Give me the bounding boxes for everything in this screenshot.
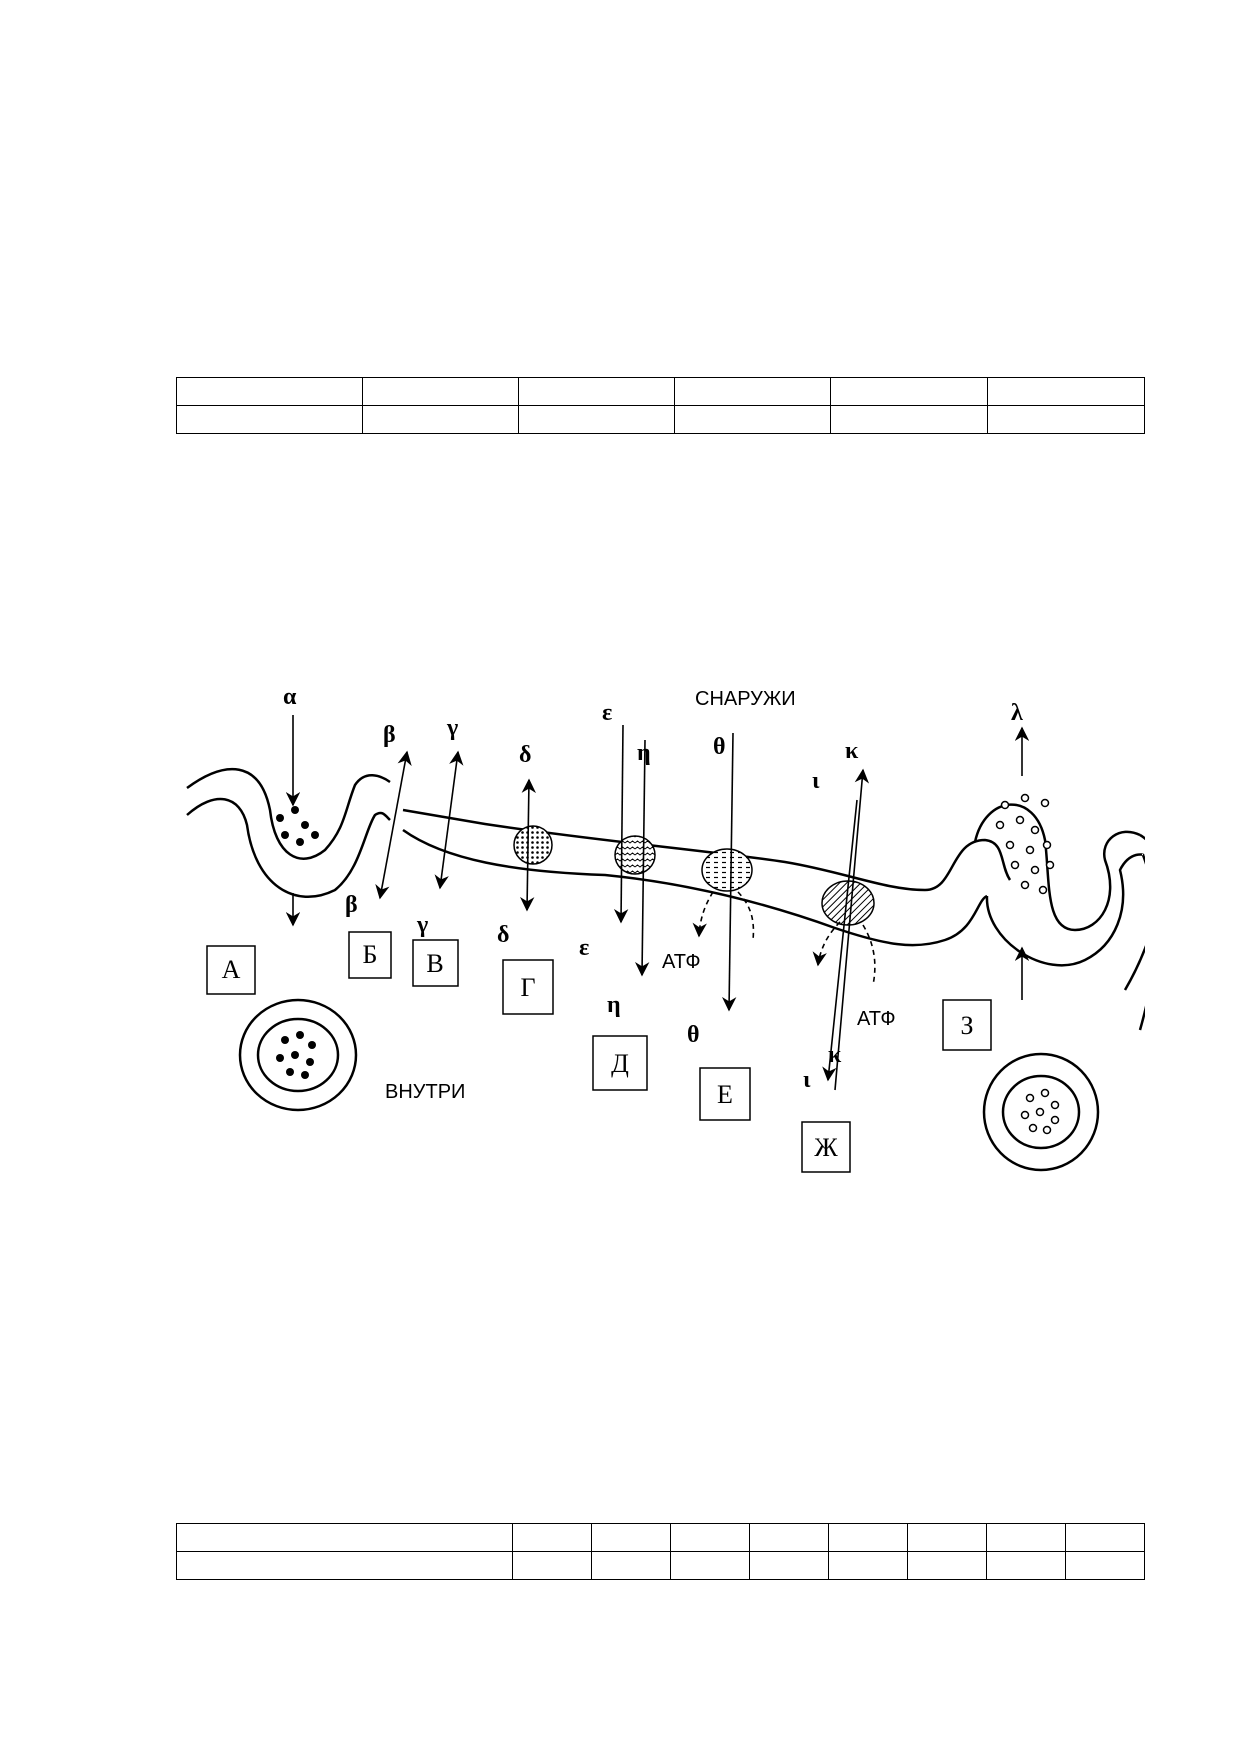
label-eta-top: η: [637, 740, 651, 766]
table-cell[interactable]: [1065, 1523, 1145, 1552]
table-cell[interactable]: [1065, 1551, 1145, 1580]
label-kappa-top: κ: [845, 738, 859, 764]
table-row: [176, 377, 1145, 406]
label-delta-top: δ: [519, 742, 531, 768]
table-cell[interactable]: [518, 377, 675, 406]
table-cell[interactable]: [674, 405, 831, 434]
table-cell[interactable]: [362, 405, 519, 434]
box-label-z: З: [942, 999, 992, 1051]
label-eta-bottom: η: [607, 992, 621, 1018]
table-cell[interactable]: [176, 1523, 513, 1552]
carrier-protein-dashed: [701, 848, 753, 892]
label-gamma-top: γ: [446, 715, 458, 741]
table-cell[interactable]: [830, 405, 988, 434]
atp-dashed-arrows: [692, 891, 876, 986]
table-cell[interactable]: [176, 405, 363, 434]
membrane-transport-diagram: α β β γ γ δ δ ε ε η η θ θ ι ι κ κ λ СНАР…: [186, 684, 1145, 1173]
label-epsilon-bottom: ε: [579, 935, 589, 961]
table-cell[interactable]: [986, 1523, 1066, 1552]
box-label-g: Г: [502, 959, 554, 1015]
table-cell[interactable]: [749, 1523, 829, 1552]
label-inside: ВНУТРИ: [385, 1081, 465, 1103]
table-cell[interactable]: [907, 1551, 987, 1580]
box-label-b: Б: [348, 931, 392, 979]
table-cell[interactable]: [830, 377, 988, 406]
label-iota-bottom: ι: [803, 1067, 811, 1093]
svg-text:З: З: [960, 1011, 973, 1040]
table-cell[interactable]: [591, 1523, 671, 1552]
table-cell[interactable]: [512, 1523, 592, 1552]
table-cell[interactable]: [907, 1523, 987, 1552]
label-kappa-bottom: κ: [828, 1042, 842, 1068]
svg-text:Е: Е: [717, 1080, 733, 1109]
table-cell[interactable]: [591, 1551, 671, 1580]
box-labels: А Б В Г Д Е Ж З: [206, 931, 992, 1173]
carrier-protein-dotted: [513, 825, 553, 865]
transport-arrows: [285, 715, 1030, 1091]
greek-labels: α β β γ γ δ δ ε ε η η θ θ ι ι κ κ λ: [283, 684, 1023, 1093]
box-label-e: Е: [699, 1067, 751, 1121]
label-theta-top: θ: [713, 734, 726, 760]
table-cell[interactable]: [670, 1551, 750, 1580]
box-label-v: В: [412, 939, 459, 987]
carrier-protein-wavy: [614, 835, 656, 875]
svg-text:Ж: Ж: [814, 1133, 838, 1162]
pit-particles-left: [276, 806, 319, 846]
vesicle-left: [238, 998, 358, 1112]
box-label-zh: Ж: [801, 1121, 851, 1173]
table-cell[interactable]: [828, 1551, 908, 1580]
label-lambda: λ: [1011, 700, 1023, 726]
table-cell[interactable]: [512, 1551, 592, 1580]
table-row: [176, 405, 1145, 434]
table-cell[interactable]: [670, 1523, 750, 1552]
table-cell[interactable]: [518, 405, 675, 434]
label-atp-left: АТФ: [662, 951, 701, 973]
svg-text:Б: Б: [363, 940, 378, 969]
label-beta-top: β: [383, 722, 396, 748]
label-epsilon-top: ε: [602, 700, 612, 726]
svg-text:А: А: [222, 955, 241, 984]
table-cell[interactable]: [176, 1551, 513, 1580]
table-cell[interactable]: [362, 377, 519, 406]
svg-text:В: В: [426, 949, 443, 978]
label-alpha: α: [283, 684, 297, 710]
table-cell[interactable]: [749, 1551, 829, 1580]
label-theta-bottom: θ: [687, 1022, 700, 1048]
svg-text:Г: Г: [520, 973, 535, 1002]
box-label-d: Д: [592, 1035, 648, 1091]
label-atp-right: АТФ: [857, 1008, 896, 1030]
answer-table-bottom: [176, 1523, 1145, 1580]
table-row: [176, 1551, 1145, 1580]
label-outside: СНАРУЖИ: [695, 688, 796, 710]
table-row: [176, 1523, 1145, 1552]
label-delta-bottom: δ: [497, 922, 509, 948]
svg-text:Д: Д: [611, 1049, 629, 1078]
table-cell[interactable]: [986, 1551, 1066, 1580]
membrane: [186, 767, 1145, 1031]
vesicle-right: [982, 1052, 1100, 1172]
answer-table-top: [176, 377, 1145, 434]
pit-particles-right: [995, 793, 1055, 895]
table-cell[interactable]: [987, 405, 1145, 434]
box-label-a: А: [206, 945, 256, 995]
table-cell[interactable]: [987, 377, 1145, 406]
table-cell[interactable]: [828, 1523, 908, 1552]
label-beta-bottom: β: [345, 892, 358, 918]
label-iota-top: ι: [812, 768, 820, 794]
table-cell[interactable]: [176, 377, 363, 406]
label-gamma-bottom: γ: [416, 912, 428, 938]
table-cell[interactable]: [674, 377, 831, 406]
